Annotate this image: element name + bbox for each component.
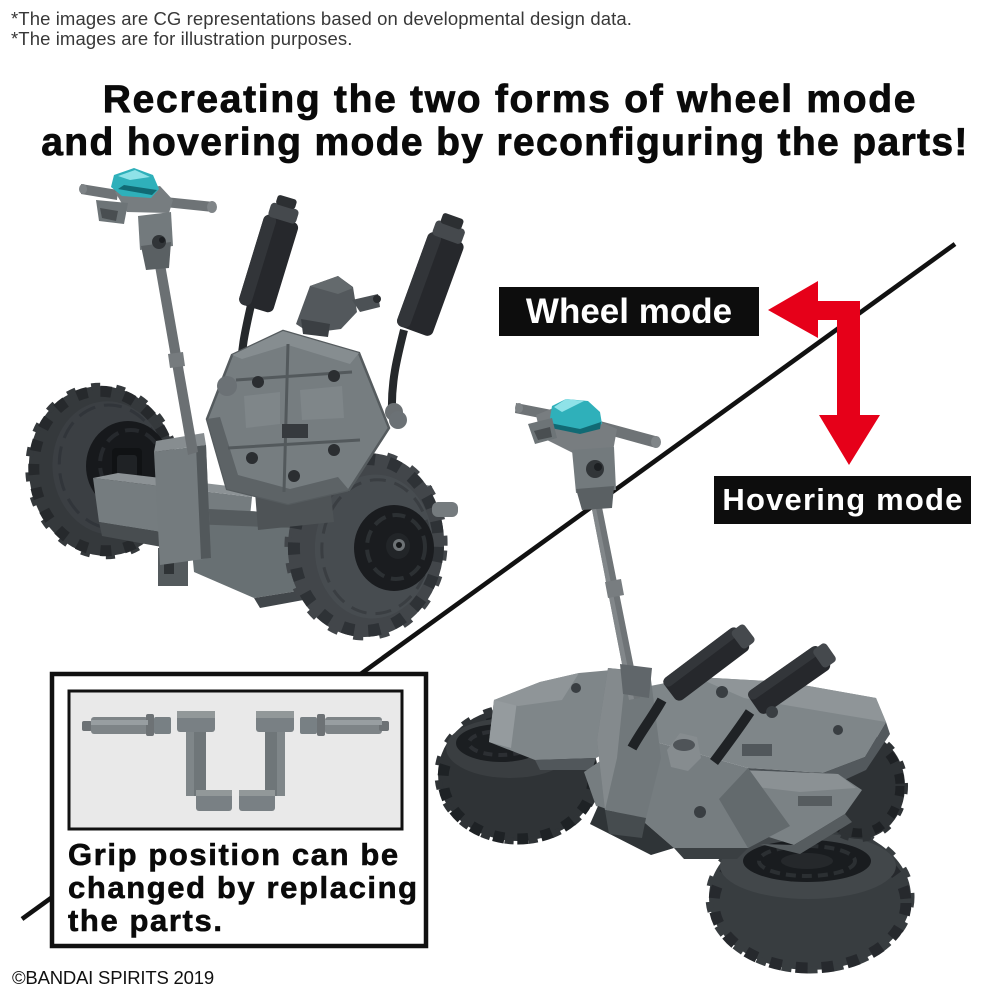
svg-text:and hovering mode by reconfigu: and hovering mode by reconfiguring the p… <box>41 121 969 164</box>
svg-text:*The images are CG representat: *The images are CG representations based… <box>11 8 632 29</box>
svg-text:Wheel mode: Wheel mode <box>526 292 732 331</box>
svg-text:Recreating the two forms of wh: Recreating the two forms of wheel mode <box>103 78 917 121</box>
svg-text:Grip position can be: Grip position can be <box>68 837 400 872</box>
svg-text:the parts.: the parts. <box>68 903 224 938</box>
svg-text:*The images are for illustrati: *The images are for illustration purpose… <box>11 28 352 49</box>
svg-text:©BANDAI SPIRITS 2019: ©BANDAI SPIRITS 2019 <box>12 967 214 988</box>
svg-text:Hovering mode: Hovering mode <box>722 482 963 517</box>
svg-text:changed by replacing: changed by replacing <box>68 870 419 905</box>
